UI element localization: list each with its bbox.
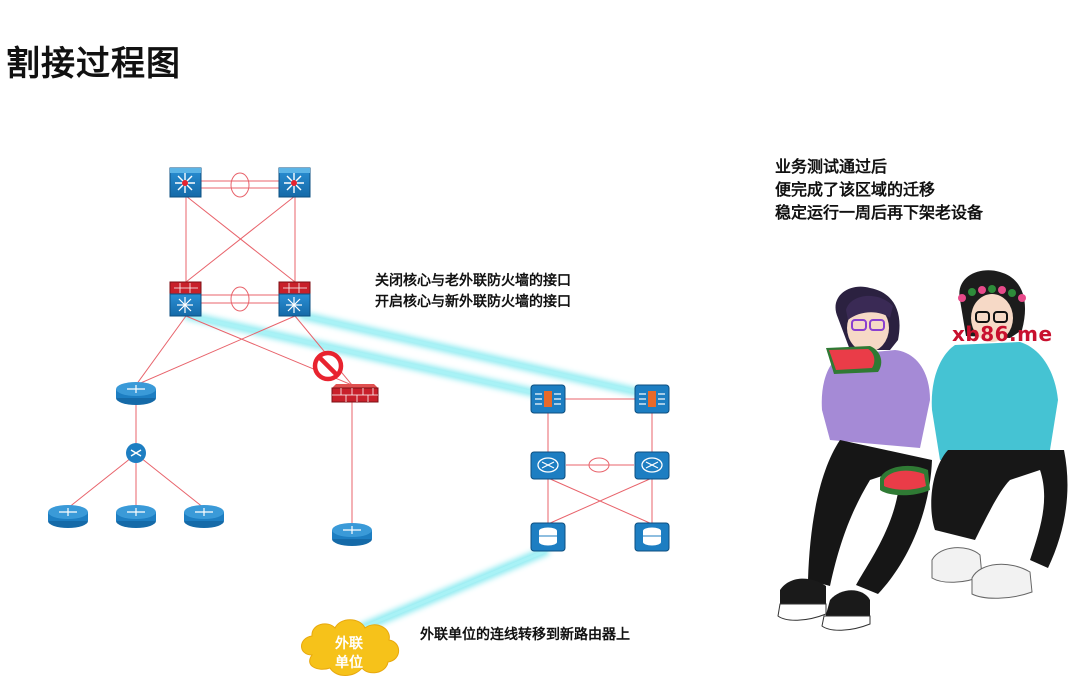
completion-note-line-1: 业务测试通过后 xyxy=(775,157,888,176)
highlight-paths xyxy=(184,311,651,637)
new-firewall-left xyxy=(530,384,566,414)
completion-note-line-3: 稳定运行一周后再下架老设备 xyxy=(775,203,984,222)
lag-ellipse-new xyxy=(588,457,610,473)
new-router-right xyxy=(634,522,670,552)
lag-ellipse-top xyxy=(230,172,250,198)
prohibited-icon xyxy=(312,350,344,382)
completion-note: 业务测试通过后 便完成了该区域的迁移 稳定运行一周后再下架老设备 xyxy=(775,155,983,224)
interface-note-line-1: 关闭核心与老外联防火墙的接口 xyxy=(375,273,571,289)
l3-switch-right xyxy=(278,167,311,198)
new-firewall-right xyxy=(634,384,670,414)
old-firewall xyxy=(331,384,379,403)
partner-cloud: 外联 单位 xyxy=(301,619,400,676)
network-links xyxy=(67,180,653,527)
migration-note: 外联单位的连线转移到新路由器上 xyxy=(420,627,630,643)
flower-crown xyxy=(958,285,1026,302)
watermark-text: xb86.me xyxy=(952,322,1053,346)
router-branch-2 xyxy=(116,505,156,528)
interface-switch-note: 关闭核心与老外联防火墙的接口 开启核心与新外联防火墙的接口 xyxy=(375,271,571,313)
highlight-core-to-new-firewall xyxy=(184,311,651,399)
highlight-partner-link xyxy=(350,545,550,637)
new-router-left xyxy=(530,522,566,552)
hub-node xyxy=(126,443,146,463)
router-aggregation xyxy=(116,382,156,405)
l3-switch-left xyxy=(169,167,202,198)
person-left xyxy=(777,286,932,631)
core-switch-right xyxy=(278,281,311,317)
cloud-label-line-2: 单位 xyxy=(335,654,363,671)
interface-note-line-2: 开启核心与新外联防火墙的接口 xyxy=(375,294,571,310)
new-switch-right xyxy=(634,451,670,480)
person-right xyxy=(880,270,1068,599)
watermelon-illustration xyxy=(777,270,1068,631)
lag-ellipse-core xyxy=(230,286,250,312)
router-branch-1 xyxy=(48,505,88,528)
cloud-label-line-1: 外联 xyxy=(335,635,364,652)
router-branch-3 xyxy=(184,505,224,528)
page-title: 割接过程图 xyxy=(6,44,181,84)
completion-note-line-2: 便完成了该区域的迁移 xyxy=(775,180,936,199)
router-old-partner xyxy=(332,523,372,546)
core-switch-left xyxy=(169,281,202,317)
new-switch-left xyxy=(530,451,566,480)
